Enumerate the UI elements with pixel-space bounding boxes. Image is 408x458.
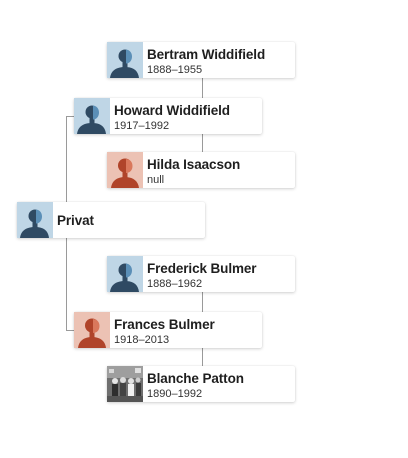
connector-father-to-paternal-grandfather: [202, 78, 203, 98]
person-dates: null: [147, 174, 165, 186]
person-name: Hilda Isaacson: [147, 157, 241, 172]
connector-root-to-father: [66, 116, 67, 202]
person-photo-icon: [107, 366, 143, 402]
person-card-father[interactable]: Howard Widdifield 1917–1992: [74, 98, 262, 134]
person-name: Blanche Patton: [147, 371, 244, 386]
person-info: Frederick Bulmer 1888–1962: [143, 256, 262, 292]
female-silhouette-icon: [74, 312, 110, 348]
person-card-paternal-grandfather[interactable]: Bertram Widdifield 1888–1955: [107, 42, 295, 78]
person-card-maternal-grandfather[interactable]: Frederick Bulmer 1888–1962: [107, 256, 295, 292]
connector-root-to-father-horizontal: [66, 116, 74, 117]
connector-mother-to-maternal-grandmother: [202, 348, 203, 366]
person-dates: 1918–2013: [114, 334, 170, 346]
connector-root-to-mother: [66, 238, 67, 330]
person-dates: 1888–1955: [147, 64, 203, 76]
female-silhouette-icon: [107, 152, 143, 188]
person-card-root[interactable]: Privat: [17, 202, 205, 238]
person-card-mother[interactable]: Frances Bulmer 1918–2013: [74, 312, 262, 348]
connector-root-to-mother-horizontal: [66, 330, 74, 331]
person-info: Howard Widdifield 1917–1992: [110, 98, 236, 134]
male-silhouette-icon: [107, 256, 143, 292]
male-silhouette-icon: [17, 202, 53, 238]
person-info: Blanche Patton 1890–1992: [143, 366, 250, 402]
person-info: Frances Bulmer 1918–2013: [110, 312, 221, 348]
person-name: Frederick Bulmer: [147, 261, 257, 276]
person-name: Bertram Widdifield: [147, 47, 266, 62]
person-dates: 1888–1962: [147, 278, 203, 290]
person-name: Privat: [57, 212, 94, 228]
person-name: Frances Bulmer: [114, 317, 215, 332]
male-silhouette-icon: [74, 98, 110, 134]
person-name: Howard Widdifield: [114, 103, 230, 118]
person-dates: 1917–1992: [114, 120, 170, 132]
person-card-paternal-grandmother[interactable]: Hilda Isaacson null: [107, 152, 295, 188]
person-info: Privat: [53, 202, 100, 238]
person-dates: 1890–1992: [147, 388, 203, 400]
person-info: Bertram Widdifield 1888–1955: [143, 42, 271, 78]
connector-father-to-paternal-grandmother: [202, 134, 203, 152]
person-info: Hilda Isaacson null: [143, 152, 246, 188]
person-card-maternal-grandmother[interactable]: Blanche Patton 1890–1992: [107, 366, 295, 402]
male-silhouette-icon: [107, 42, 143, 78]
connector-mother-to-maternal-grandfather: [202, 292, 203, 312]
